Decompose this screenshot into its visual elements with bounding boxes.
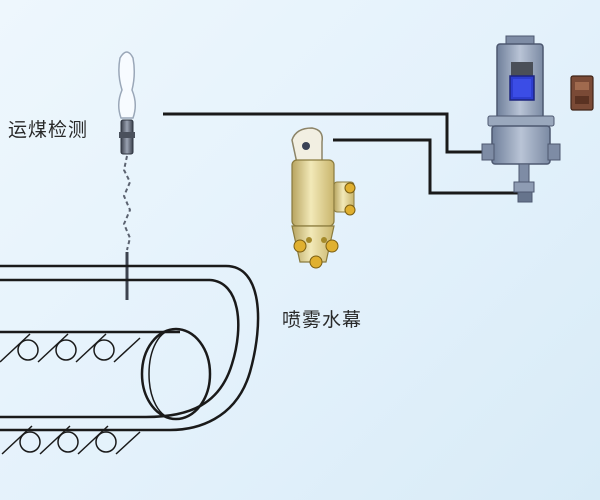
signal-cable-lower — [333, 138, 522, 195]
coal-detection-sensor — [118, 51, 136, 300]
spray-curtain-label: 喷雾水幕 — [282, 309, 363, 331]
valve-box — [570, 75, 594, 111]
controller-box — [481, 35, 561, 203]
spray-nozzle — [291, 127, 356, 269]
coal-detection-label: 运煤检测 — [8, 119, 89, 141]
belt-conveyor — [0, 264, 260, 455]
signal-cable-upper — [163, 112, 488, 154]
